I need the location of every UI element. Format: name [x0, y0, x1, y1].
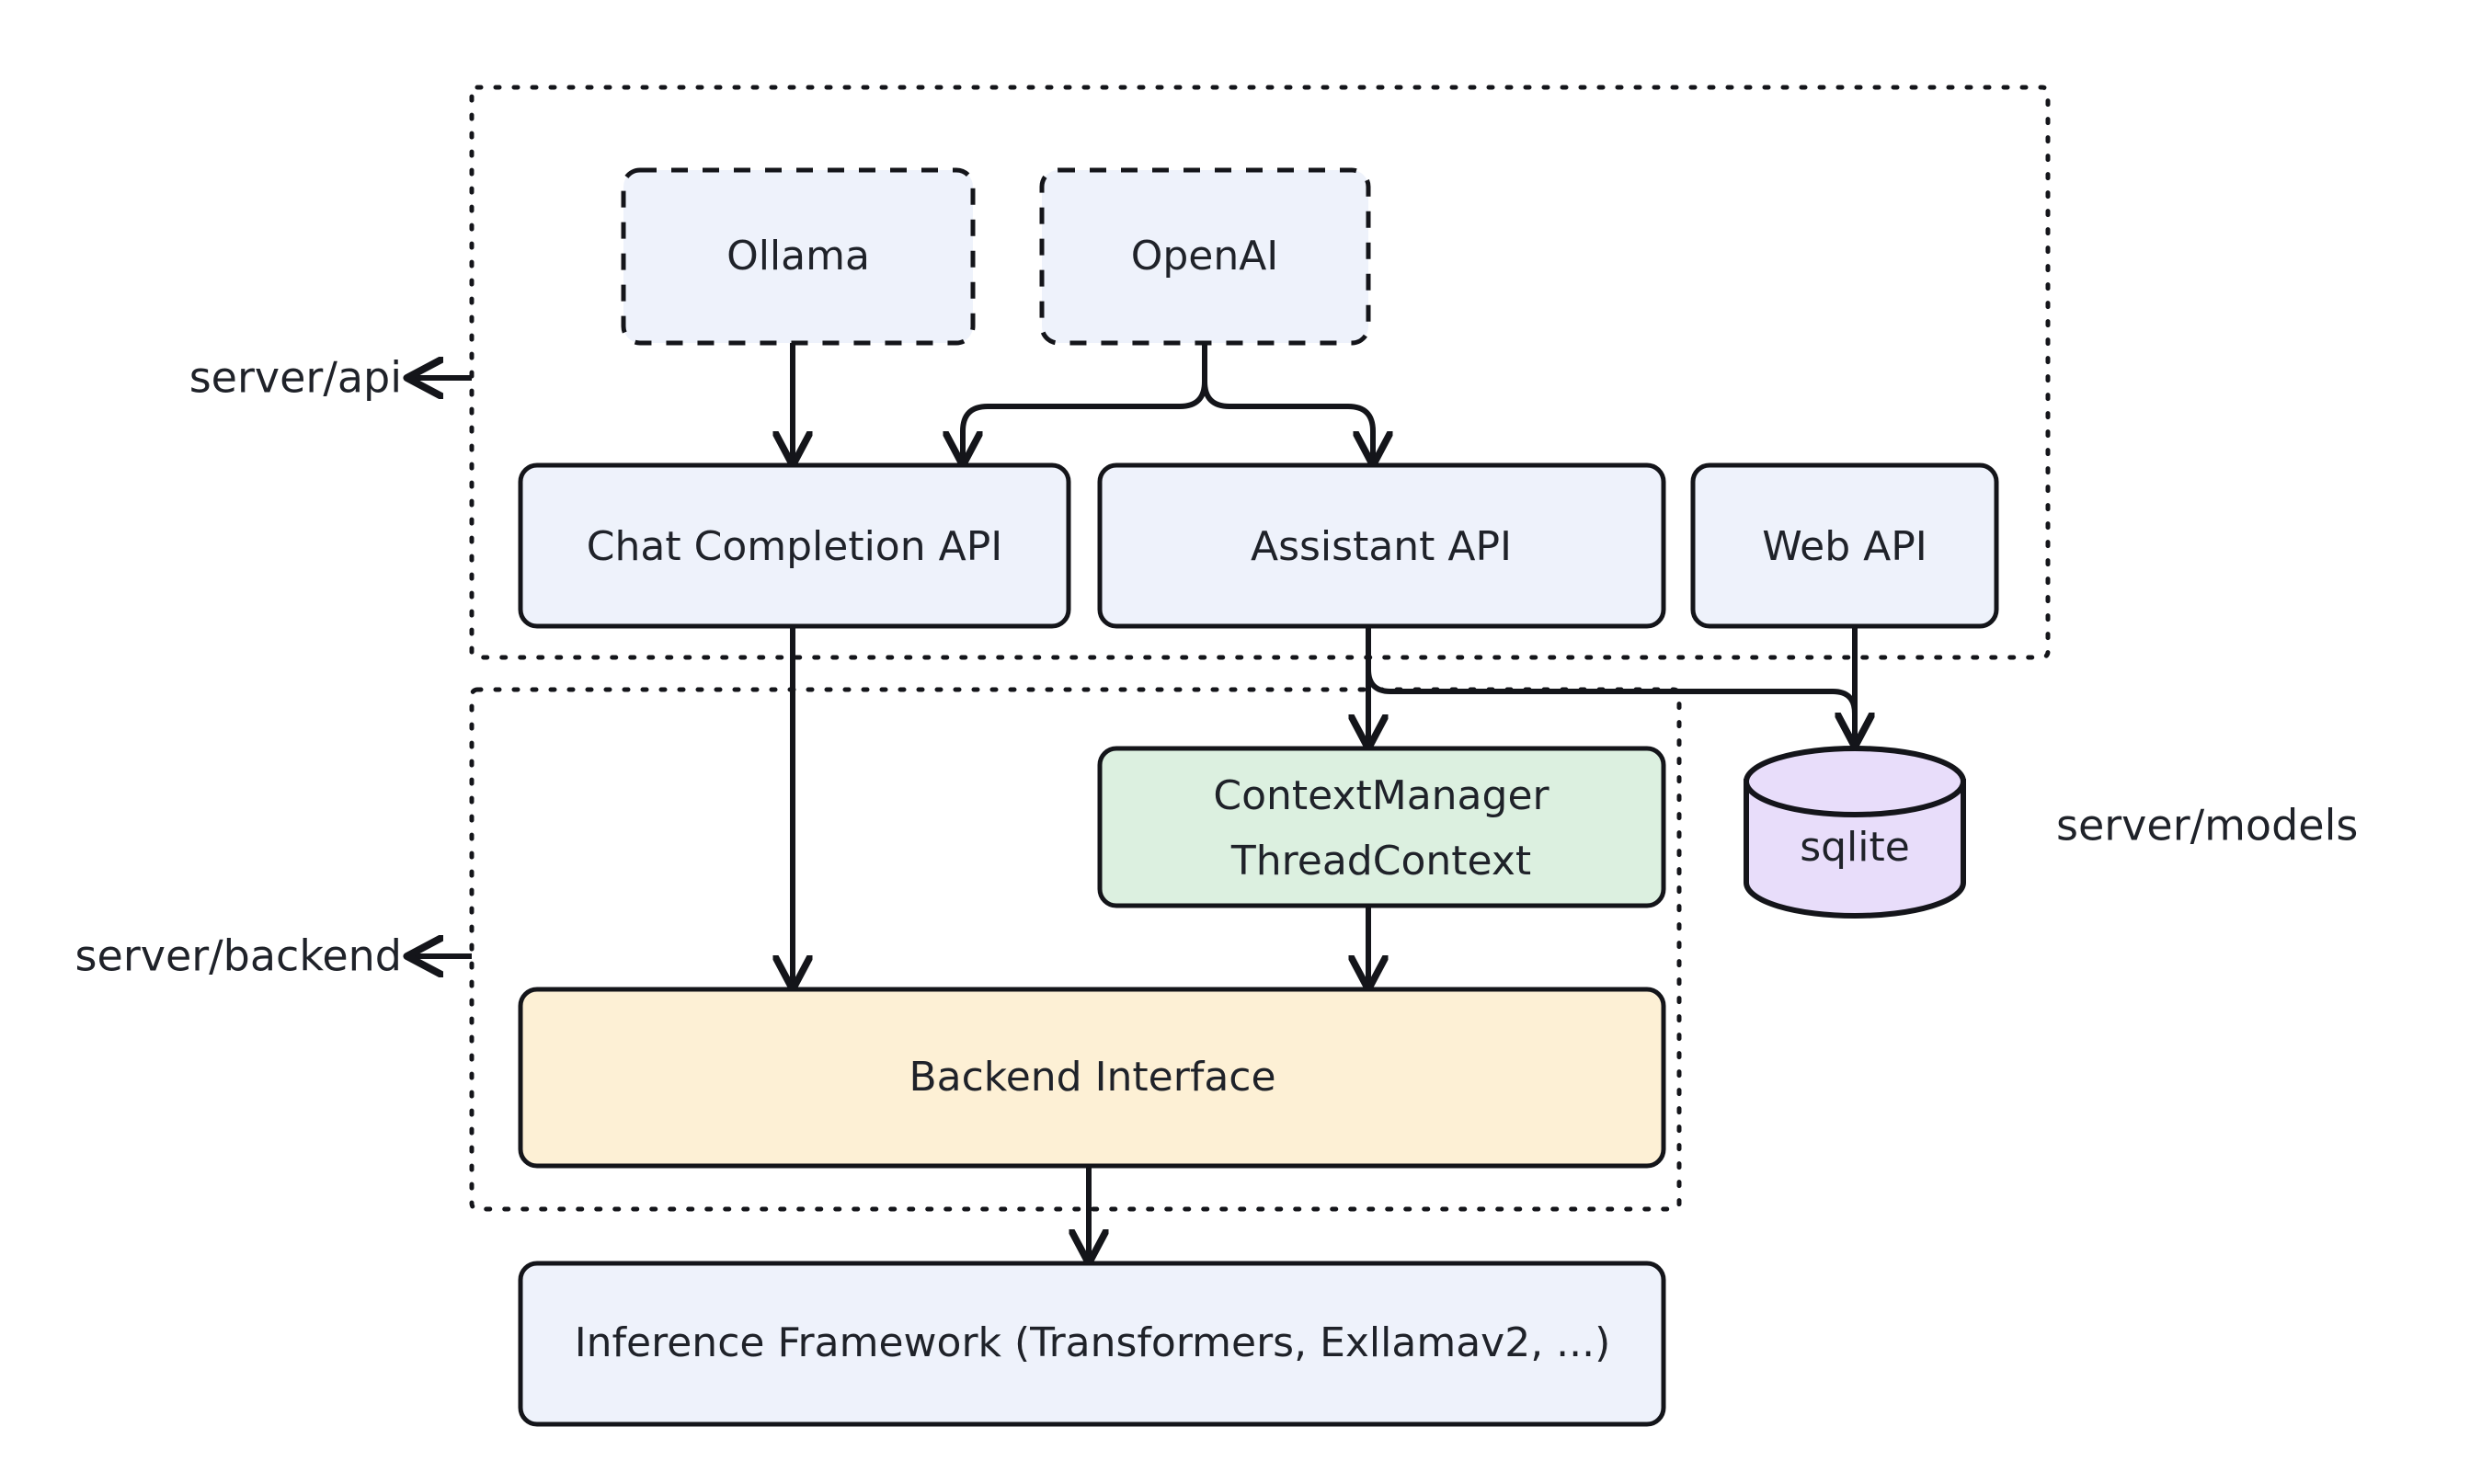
node-backend-interface-label: Backend Interface	[909, 1054, 1275, 1101]
group-label-server-backend-text: server/backend	[75, 931, 402, 981]
node-contextmanager-threadcontext[interactable]: ContextManager ThreadContext	[1097, 746, 1666, 908]
group-label-server-api: server/api	[189, 353, 472, 403]
group-server-backend	[469, 687, 1682, 1212]
node-backend-interface[interactable]: Backend Interface	[518, 987, 1666, 1169]
node-inference-framework[interactable]: Inference Framework (Transformers, Exlla…	[518, 1261, 1666, 1427]
node-contextmanager-label-line2: ThreadContext	[1230, 838, 1531, 885]
node-chat-completion-api-label: Chat Completion API	[587, 523, 1002, 570]
node-sqlite-label: sqlite	[1800, 824, 1910, 871]
node-chat-completion-api[interactable]: Chat Completion API	[518, 462, 1071, 629]
edge-openai-to-assistant-api	[1202, 343, 1373, 462]
edge-assistant-api-to-sqlite	[1366, 648, 1855, 743]
node-ollama-label: Ollama	[726, 233, 870, 280]
node-web-api[interactable]: Web API	[1690, 462, 1999, 629]
edge-openai-to-chat-api	[963, 343, 1207, 462]
group-label-server-backend: server/backend	[75, 931, 472, 981]
node-ollama[interactable]: Ollama	[621, 167, 976, 346]
node-openai-label: OpenAI	[1131, 233, 1279, 280]
group-server-api	[469, 85, 2051, 660]
node-assistant-api[interactable]: Assistant API	[1097, 462, 1666, 629]
group-label-server-models-text: server/models	[2056, 801, 2358, 850]
node-contextmanager-label-line1: ContextManager	[1213, 772, 1549, 819]
node-sqlite[interactable]: sqlite	[1744, 746, 1966, 919]
node-openai[interactable]: OpenAI	[1039, 167, 1371, 346]
node-web-api-label: Web API	[1762, 523, 1927, 570]
group-label-server-models: server/models	[2056, 801, 2358, 850]
group-label-server-api-text: server/api	[189, 353, 402, 403]
node-assistant-api-label: Assistant API	[1251, 523, 1512, 570]
node-inference-framework-label: Inference Framework (Transformers, Exlla…	[575, 1319, 1611, 1366]
